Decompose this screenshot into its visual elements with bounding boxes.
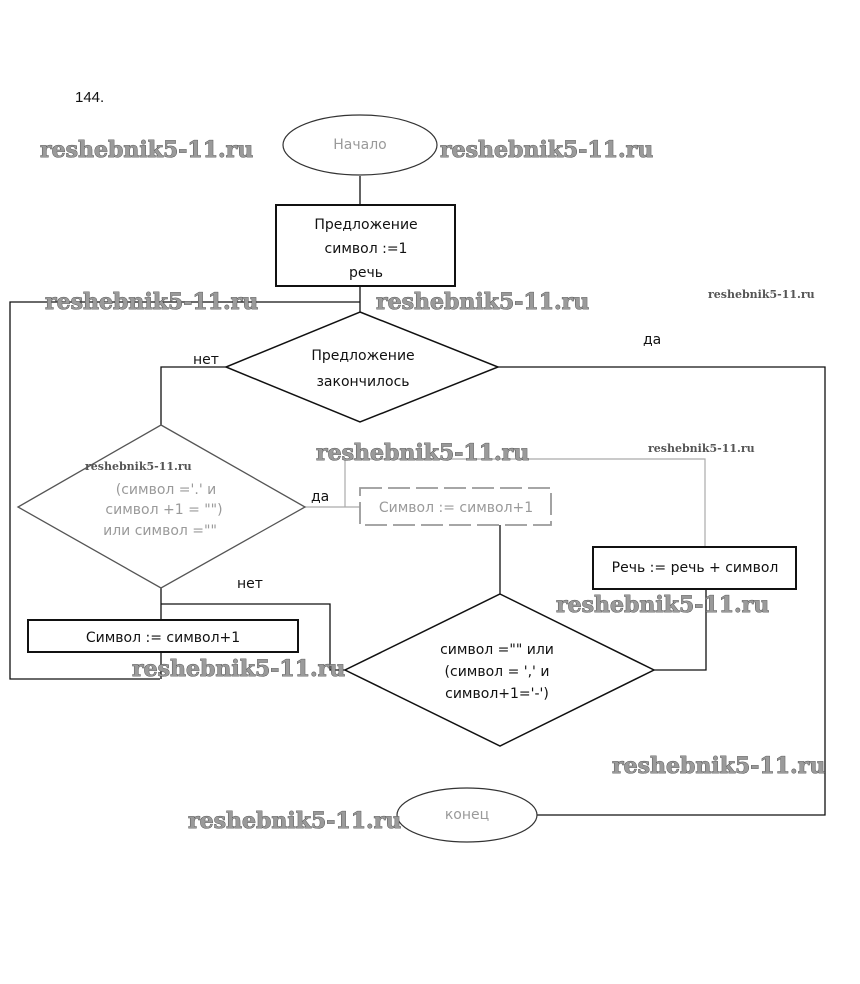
watermark: reshebnik5-11.ru (40, 137, 253, 163)
inc-symbol-yes-label: Символ := символ+1 (379, 500, 533, 516)
watermarks: reshebnik5-11.ru reshebnik5-11.ru resheb… (40, 137, 826, 835)
speech-end-decision (343, 593, 656, 747)
edge-sentence-end-no (160, 366, 226, 425)
problem-number: 144. (75, 89, 104, 106)
append-speech-box (592, 546, 797, 590)
speech-end-line-1: символ ="" или (440, 642, 554, 658)
sentence-end-line-2: закончилось (316, 374, 409, 390)
speech-start-line-1: (символ ='.' и (116, 482, 216, 498)
init-line-1: Предложение (314, 217, 417, 233)
sentence-end-decision (224, 311, 501, 423)
start-label: Начало (333, 137, 386, 153)
end-terminator (396, 787, 538, 843)
watermark: reshebnik5-11.ru (708, 288, 815, 301)
end-label: конец (445, 807, 489, 823)
watermark: reshebnik5-11.ru (85, 460, 192, 473)
edge-loop-left (9, 301, 360, 680)
watermark: reshebnik5-11.ru (45, 289, 258, 315)
edge-cond3-to-append (654, 589, 707, 671)
watermark: reshebnik5-11.ru (188, 808, 401, 834)
speech-start-decision (16, 424, 307, 589)
watermark: reshebnik5-11.ru (612, 753, 825, 779)
watermark: reshebnik5-11.ru (316, 440, 529, 466)
watermark: reshebnik5-11.ru (648, 442, 755, 455)
init-line-3: речь (349, 265, 383, 281)
init-process-box (275, 204, 456, 287)
inc-symbol-yes-box (359, 487, 552, 526)
edge-sentence-end-yes (498, 366, 826, 816)
speech-start-line-3: или символ ="" (103, 523, 217, 539)
sentence-end-line-1: Предложение (311, 348, 414, 364)
watermark: reshebnik5-11.ru (132, 656, 345, 682)
speech-start-line-2: символ +1 = "") (105, 502, 222, 518)
edge-no-to-cond3 (161, 603, 345, 671)
edge-label-sentence-end-no: нет (193, 352, 219, 368)
speech-end-line-3: символ+1='-') (445, 686, 549, 702)
edge-label-sentence-end-yes: да (643, 332, 661, 348)
inc-symbol-no-box (27, 619, 299, 653)
speech-end-line-2: (символ = ',' и (445, 664, 550, 680)
edge-label-speech-start-no: нет (237, 576, 263, 592)
start-terminator (282, 114, 438, 176)
connectors (9, 176, 826, 816)
edge-append-loop (344, 458, 706, 547)
init-line-2: символ :=1 (325, 241, 408, 257)
edge-label-speech-start-yes: да (311, 489, 329, 505)
watermark: reshebnik5-11.ru (440, 137, 653, 163)
inc-symbol-no-label: Символ := символ+1 (86, 630, 240, 646)
append-speech-label: Речь := речь + символ (612, 560, 779, 576)
watermark: reshebnik5-11.ru (376, 289, 589, 315)
watermark: reshebnik5-11.ru (556, 592, 769, 618)
